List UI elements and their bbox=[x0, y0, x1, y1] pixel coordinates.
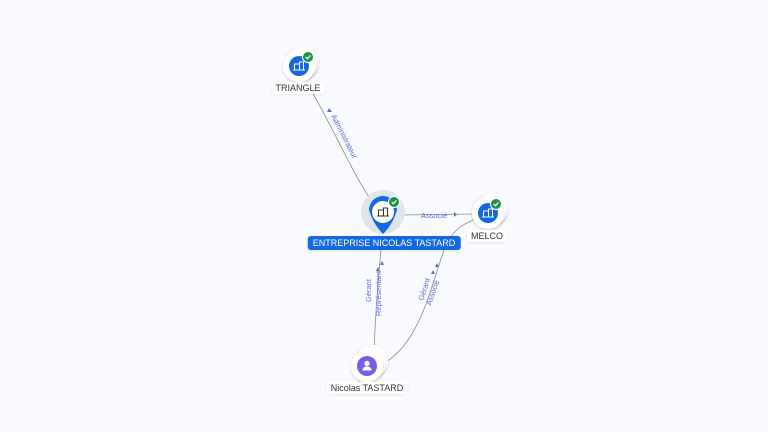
edge-administrateur: Administrateur bbox=[305, 81, 374, 204]
verified-check-icon bbox=[490, 198, 502, 210]
verified-check-icon bbox=[388, 196, 400, 208]
person-icon bbox=[362, 360, 372, 371]
edge-arrow bbox=[435, 263, 439, 267]
edge-gerant-representant: Gérant Représentant bbox=[364, 249, 384, 357]
node-label-central[interactable]: ENTREPRISE NICOLAS TASTARD bbox=[307, 236, 461, 250]
node-melco[interactable] bbox=[472, 193, 508, 229]
node-triangle[interactable] bbox=[283, 46, 319, 82]
node-label-person[interactable]: Nicolas TASTARD bbox=[326, 382, 408, 394]
building-icon bbox=[293, 61, 305, 71]
node-label-melco[interactable]: MELCO bbox=[466, 230, 508, 242]
node-entreprise-nicolas-tastard[interactable] bbox=[361, 190, 405, 234]
edge-label-gerant: Gérant bbox=[364, 278, 373, 302]
building-icon bbox=[482, 208, 494, 218]
edge-arrow bbox=[431, 270, 435, 274]
edge-arrow bbox=[376, 267, 380, 271]
building-icon bbox=[377, 207, 389, 217]
edge-arrow bbox=[380, 261, 384, 265]
edge-arrow bbox=[327, 108, 332, 112]
edge-label-representant: Représentant bbox=[374, 270, 383, 316]
edge-associe: Associé bbox=[397, 211, 476, 220]
edge-arrow bbox=[454, 212, 457, 217]
edge-label-associe: Associé bbox=[421, 211, 447, 220]
node-label-triangle[interactable]: TRIANGLE bbox=[271, 82, 325, 94]
node-nicolas-tastard[interactable] bbox=[351, 345, 388, 382]
verified-check-icon bbox=[302, 51, 314, 63]
